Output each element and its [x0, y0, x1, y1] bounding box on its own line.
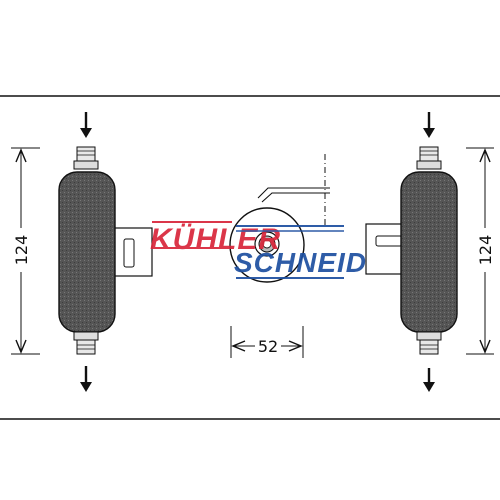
left-bottom-flow-arrow-icon: [80, 366, 92, 392]
right-bottom-flow-arrow-icon: [423, 368, 435, 392]
left-top-fitting: [73, 146, 99, 170]
left-bottom-fitting: [73, 331, 99, 355]
logo-line1: KÜHLER: [150, 223, 281, 256]
width-label: 52: [258, 337, 278, 356]
frame: [0, 95, 500, 420]
right-bottom-fitting: [416, 331, 442, 355]
right-drier: 124: [365, 112, 495, 392]
right-bracket-slot: [375, 235, 403, 247]
left-bracket-slot: [123, 238, 135, 268]
width-dimension: 52: [230, 326, 304, 358]
left-drier-body: [58, 171, 116, 333]
right-height-dimension: 124: [466, 147, 495, 355]
right-top-flow-arrow-icon: [423, 112, 435, 138]
right-drier-body: [400, 171, 458, 333]
right-height-label: 124: [476, 235, 495, 266]
left-top-flow-arrow-icon: [80, 112, 92, 138]
left-drier: 124: [11, 112, 153, 392]
right-top-fitting: [416, 146, 442, 170]
left-height-label: 124: [12, 235, 31, 266]
left-height-dimension: 124: [11, 147, 40, 355]
